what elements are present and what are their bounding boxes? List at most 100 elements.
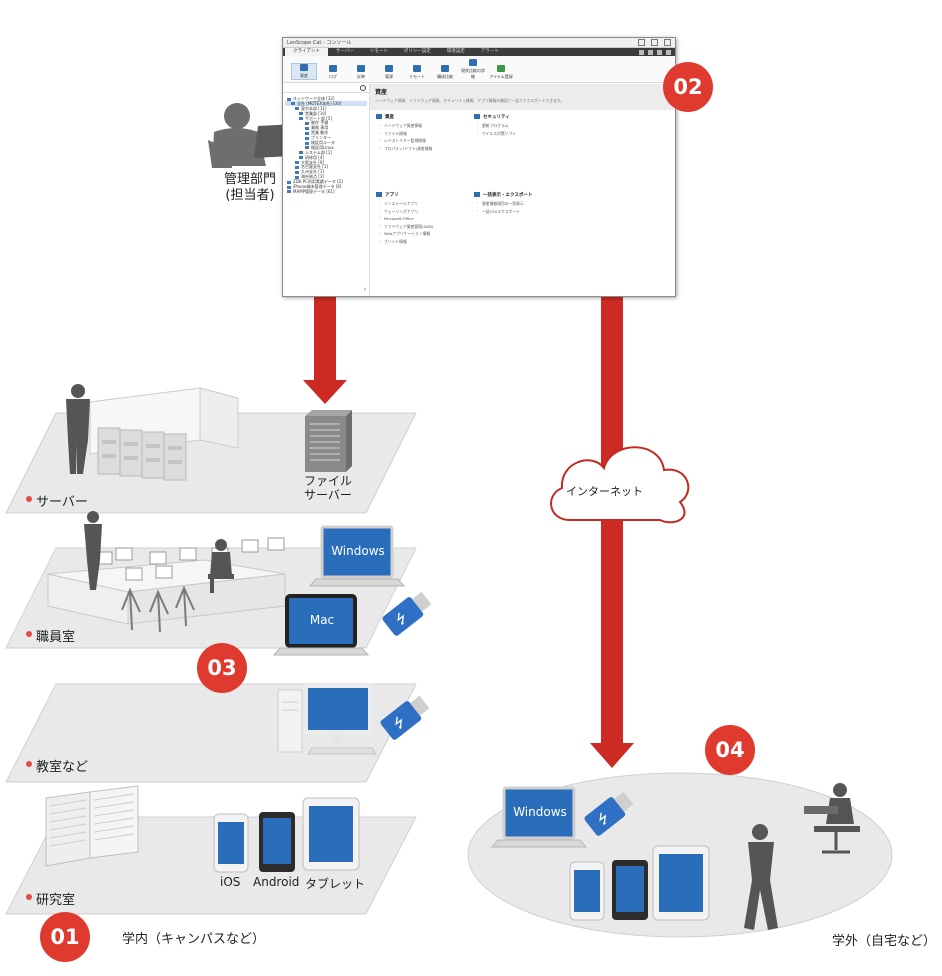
internet-label: インターネット — [566, 485, 643, 498]
tab-server[interactable]: サーバー — [335, 49, 354, 54]
tab-remote[interactable]: リモート — [369, 49, 388, 54]
tablet-outside-icon — [652, 845, 710, 921]
windows-laptop-outside-icon — [490, 786, 588, 848]
menu-tools[interactable] — [639, 49, 675, 55]
tree-item[interactable]: 研修用 [4] — [285, 155, 367, 160]
android-label: Android — [253, 875, 300, 889]
server-floor-dot — [26, 496, 32, 502]
ios-phone-outside-icon — [569, 861, 605, 921]
tree-item[interactable]: サポート部 [5] — [285, 116, 367, 121]
windows-screen-text-staff: Windows — [331, 544, 385, 558]
section-link[interactable]: Microsoft Office — [376, 215, 496, 224]
tree-search-input[interactable] — [283, 84, 369, 93]
lab-floor-label: 研究室 — [36, 893, 76, 908]
tree-item[interactable]: MAMP管理データ [61] — [285, 189, 367, 194]
usb-stick-outside-icon: ⭍ — [584, 791, 634, 836]
tree-item[interactable]: 制作 手順 — [285, 120, 367, 125]
tree-item[interactable]: プリンター — [285, 135, 367, 140]
tree-item[interactable]: 営業部 [10] — [285, 111, 367, 116]
collapse-chevron-icon[interactable]: ‹ — [363, 286, 366, 293]
tree-item[interactable]: iPhone端末管理データ [6] — [285, 184, 367, 189]
window-title-bar: LanScope Cat - コンソール — [283, 38, 675, 48]
tree-item[interactable]: 九州支社 [1] — [285, 169, 367, 174]
tree-item[interactable]: 検証用Linux — [285, 145, 367, 150]
outside-seated-person-icon — [804, 783, 860, 854]
staff-floor-dot — [26, 631, 32, 637]
section-link[interactable]: レジストリキー監視情報 — [376, 137, 496, 146]
section-link[interactable]: プリント情報 — [376, 238, 496, 247]
main-header: 資産 ハードウェア情報、ソフトウェア情報、セキュリティ情報、アプリ情報の確認と一… — [370, 84, 675, 110]
app-section-icon — [376, 192, 382, 197]
tree-item[interactable]: 大阪支社 [9] — [285, 160, 367, 165]
tree-item[interactable]: 業務 専用 — [285, 125, 367, 130]
ribbon-compare-button[interactable]: 構成比較 — [433, 65, 457, 80]
down-arrow-to-outside — [590, 297, 634, 768]
main-subtitle: ハードウェア情報、ソフトウェア情報、セキュリティ情報、アプリ情報の確認と一括でエ… — [375, 98, 565, 103]
section-link[interactable]: Webアプリケーション情報 — [376, 230, 496, 239]
window-title: LanScope Cat - コンソール — [287, 40, 352, 46]
classroom-floor-label: 教室など — [36, 760, 89, 775]
file-server-label: ファイル サーバー — [303, 474, 352, 502]
down-arrow-to-server — [303, 297, 347, 404]
tree-item-selected[interactable]: 全社 (MOTEX本社) [30] — [285, 100, 367, 106]
tablet-label: タブレット — [305, 877, 366, 891]
server-floor-label: サーバー — [36, 495, 88, 510]
main-panel: 資産 ハードウェア情報、ソフトウェア情報、セキュリティ情報、アプリ情報の確認と一… — [370, 84, 675, 296]
classroom-floor-dot — [26, 761, 32, 767]
menu-bar: クライアント サーバー リモート ポリシー設定 環境設定 アラート — [283, 48, 675, 56]
tablet-lab-icon — [302, 797, 360, 871]
section-link[interactable]: 資産情報項目の一覧表示 — [474, 200, 594, 209]
ribbon-detail-button[interactable]: 現状比較の詳細 — [461, 59, 485, 80]
ribbon-power-button[interactable]: 電源 — [377, 65, 401, 80]
badge-02: 02 — [663, 62, 713, 112]
section-apps: アプリ インストールアプリ ウェーリングアプリ Microsoft Office… — [376, 192, 496, 246]
tab-alert[interactable]: アラート — [480, 49, 499, 54]
android-phone-outside-icon — [612, 860, 648, 920]
outside-caption: 学外（自宅など） — [832, 934, 937, 949]
lab-cabinets-illustration — [45, 785, 139, 867]
section-link[interactable]: ファイル情報 — [376, 130, 496, 139]
ribbon-register-button[interactable]: アイテム登録 — [489, 65, 513, 80]
mac-screen-text: Mac — [309, 613, 335, 627]
ribbon-asset-button[interactable]: 資産 — [291, 63, 317, 80]
tree-item[interactable]: 海外拠点 [3] — [285, 174, 367, 179]
outside-standing-person-icon — [744, 824, 778, 930]
section-link[interactable]: ソフトウェア資産管理(SAM) — [376, 223, 496, 232]
ribbon-toolbar: 資産 ログ 反映 電源 リモート 構成比較 現状比較の詳細 アイテム登録 — [283, 56, 675, 83]
tree-item[interactable]: 検証用ルータ — [285, 140, 367, 145]
tree-item[interactable]: 営業 動作 — [285, 130, 367, 135]
security-section-icon — [474, 114, 480, 119]
tree-item[interactable]: ZDK PC利用実績データ [2] — [285, 179, 367, 184]
section-link[interactable]: ハードウェア資産情報 — [376, 122, 496, 131]
tree-item[interactable]: 名古屋支社 [1] — [285, 164, 367, 169]
usb-stick-staff-icon: ⭍ — [382, 591, 432, 636]
usb-stick-classroom-icon: ⭍ — [380, 695, 430, 740]
section-assets: 資産 ハードウェア資産情報 ファイル情報 レジストリキー監視情報 プロパティ(ソ… — [376, 114, 496, 153]
tab-policy[interactable]: ポリシー設定 — [403, 49, 431, 54]
section-link[interactable]: 更新プログラム — [474, 122, 594, 131]
ribbon-apply-button[interactable]: 反映 — [349, 65, 373, 80]
tree-item[interactable]: 東京本部 [11] — [285, 106, 367, 111]
tab-client[interactable]: クライアント — [285, 48, 328, 56]
ios-phone-lab-icon — [213, 813, 249, 873]
search-icon — [360, 85, 366, 91]
admin-label: 管理部門 (担当者) — [223, 172, 276, 203]
section-link[interactable]: 一括CSVエクスポート — [474, 208, 594, 217]
tree-sidebar: ネットワーク全体 [32] 全社 (MOTEX本社) [30] 東京本部 [11… — [283, 84, 370, 296]
window-controls[interactable] — [638, 39, 671, 46]
section-security: セキュリティ 更新プログラム ウイルス対策ソフト — [474, 114, 594, 138]
android-phone-lab-icon — [259, 812, 295, 872]
asset-section-icon — [376, 114, 382, 119]
staff-room-person-standing-icon — [84, 511, 102, 590]
staff-floor-label: 職員室 — [36, 630, 76, 645]
section-link[interactable]: インストールアプリ — [376, 200, 496, 209]
ribbon-log-button[interactable]: ログ — [321, 65, 345, 80]
section-link[interactable]: ウイルス対策ソフト — [474, 130, 594, 139]
tab-settings[interactable]: 環境設定 — [446, 49, 465, 54]
tree-item[interactable]: ネットワーク全体 [32] — [285, 96, 367, 101]
ribbon-remote-button[interactable]: リモート — [405, 65, 429, 80]
tree-item[interactable]: システム部 [1] — [285, 150, 367, 155]
section-link[interactable]: ウェーリングアプリ — [376, 208, 496, 217]
section-link[interactable]: プロパティ(ソフト)資産情報 — [376, 145, 496, 154]
